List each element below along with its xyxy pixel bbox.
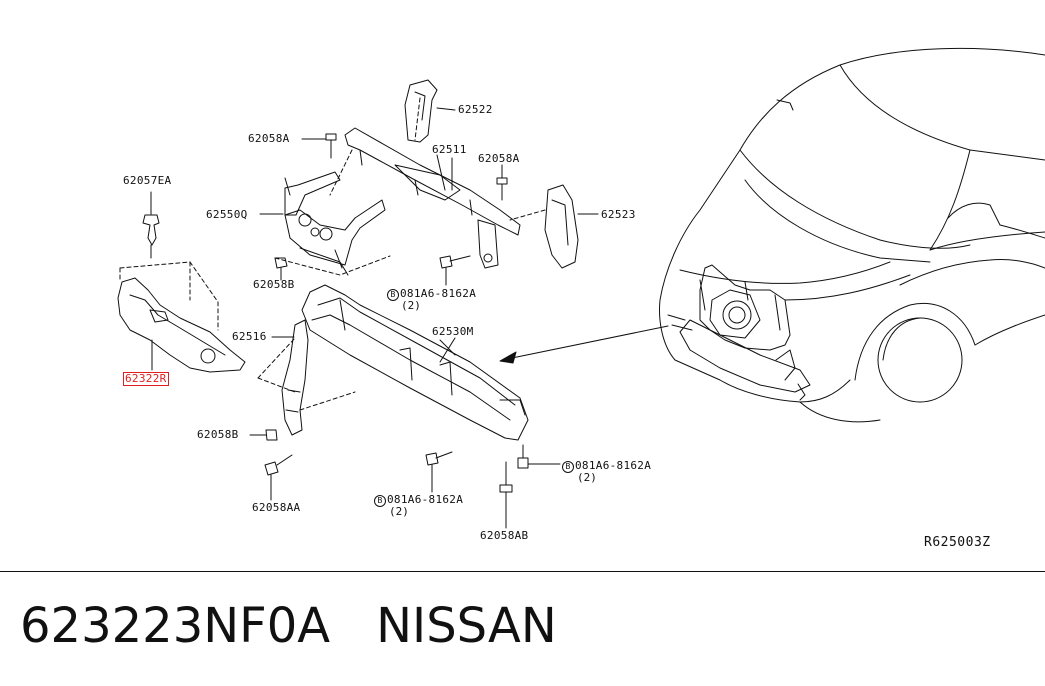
callout-62058B-lower[interactable]: 62058B: [197, 428, 239, 441]
callout-62550Q[interactable]: 62550Q: [206, 208, 248, 221]
callout-bolt-mid-code: 081A6-8162A: [387, 493, 464, 506]
pointer-arrow: [499, 325, 669, 364]
callout-62058AA[interactable]: 62058AA: [252, 501, 301, 514]
callout-62523[interactable]: 62523: [601, 208, 636, 221]
callout-62058A-top[interactable]: 62058A: [248, 132, 290, 145]
car-outline: [659, 47, 1045, 423]
fastener-bolt-mid: [425, 451, 453, 493]
part-62057EA-clip: [142, 191, 160, 259]
parts-diagram: [117, 47, 1045, 529]
bolt-symbol-icon: B: [374, 495, 386, 507]
part-62522-bracket: [404, 79, 456, 143]
diagram-reference-code: R625003Z: [924, 535, 991, 550]
callout-62057EA[interactable]: 62057EA: [123, 174, 172, 187]
callout-62058AB[interactable]: 62058AB: [480, 529, 529, 542]
bolt-symbol-icon: B: [387, 289, 399, 301]
bolt-symbol-icon: B: [562, 461, 574, 473]
callout-bolt-upper-qty: (2): [401, 299, 421, 312]
footer-title: 623223NF0A NISSAN: [20, 598, 557, 654]
part-62322R-air-guide: [117, 261, 246, 373]
callout-bolt-right-code: 081A6-8162A: [575, 459, 652, 472]
part-number: 623223NF0A: [20, 598, 331, 654]
part-62516-side-member: [257, 319, 356, 436]
part-62530M-lower-support: [301, 284, 529, 441]
footer-divider: [0, 571, 1045, 572]
fastener-62058A-right: [496, 164, 508, 201]
fastener-62058A-top: [301, 133, 337, 159]
fastener-62058B-upper: [274, 257, 288, 281]
callout-62511[interactable]: 62511: [432, 143, 467, 156]
fastener-bolt-upper: [439, 255, 471, 286]
part-62511-upper-support: [329, 97, 546, 269]
callout-bolt-mid-qty: (2): [389, 505, 409, 518]
callout-62322R-highlighted[interactable]: 62322R: [123, 372, 169, 386]
part-62523-bracket: [544, 184, 599, 269]
callout-bolt-right-qty: (2): [577, 471, 597, 484]
fastener-62058AB: [499, 461, 513, 529]
callout-bolt-upper-code: 081A6-8162A: [400, 287, 477, 300]
fastener-bolt-right: [517, 444, 561, 469]
fastener-62058B-lower: [249, 429, 278, 441]
callout-62516[interactable]: 62516: [232, 330, 267, 343]
callout-62058B-upper[interactable]: 62058B: [253, 278, 295, 291]
callout-62530M[interactable]: 62530M: [432, 325, 474, 338]
brand-name: NISSAN: [376, 598, 557, 654]
fastener-62058AA: [264, 454, 293, 501]
callout-62058A-right[interactable]: 62058A: [478, 152, 520, 165]
callout-62522[interactable]: 62522: [458, 103, 493, 116]
part-62550Q-bracket: [259, 171, 391, 276]
